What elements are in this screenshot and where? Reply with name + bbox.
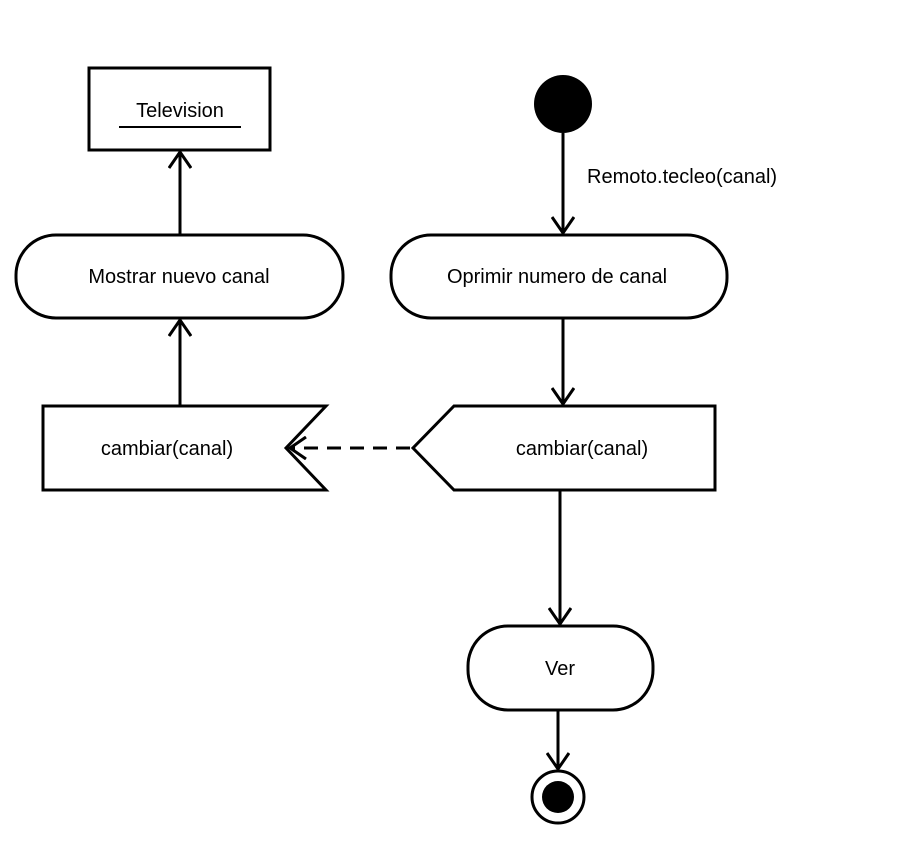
action-oprimir-numero-de-canal: Oprimir numero de canal <box>389 233 729 320</box>
receive-signal-label: cambiar(canal) <box>101 438 233 460</box>
action-oprimir-label: Oprimir numero de canal <box>447 266 667 288</box>
action-ver-label: Ver <box>545 658 575 680</box>
send-signal-label: cambiar(canal) <box>516 438 648 460</box>
action-ver: Ver <box>466 624 655 712</box>
edge-remoto-tecleo-label: Remoto.tecleo(canal) <box>587 166 777 188</box>
action-mostrar-label: Mostrar nuevo canal <box>88 266 269 288</box>
action-mostrar-nuevo-canal: Mostrar nuevo canal <box>14 233 345 320</box>
television-label: Television <box>136 100 224 122</box>
final-node-icon <box>530 769 586 825</box>
receive-signal-cambiar: cambiar(canal) <box>41 404 330 492</box>
object-node-television: Television <box>87 66 272 152</box>
initial-node-icon <box>534 75 592 133</box>
send-signal-cambiar: cambiar(canal) <box>410 404 717 492</box>
